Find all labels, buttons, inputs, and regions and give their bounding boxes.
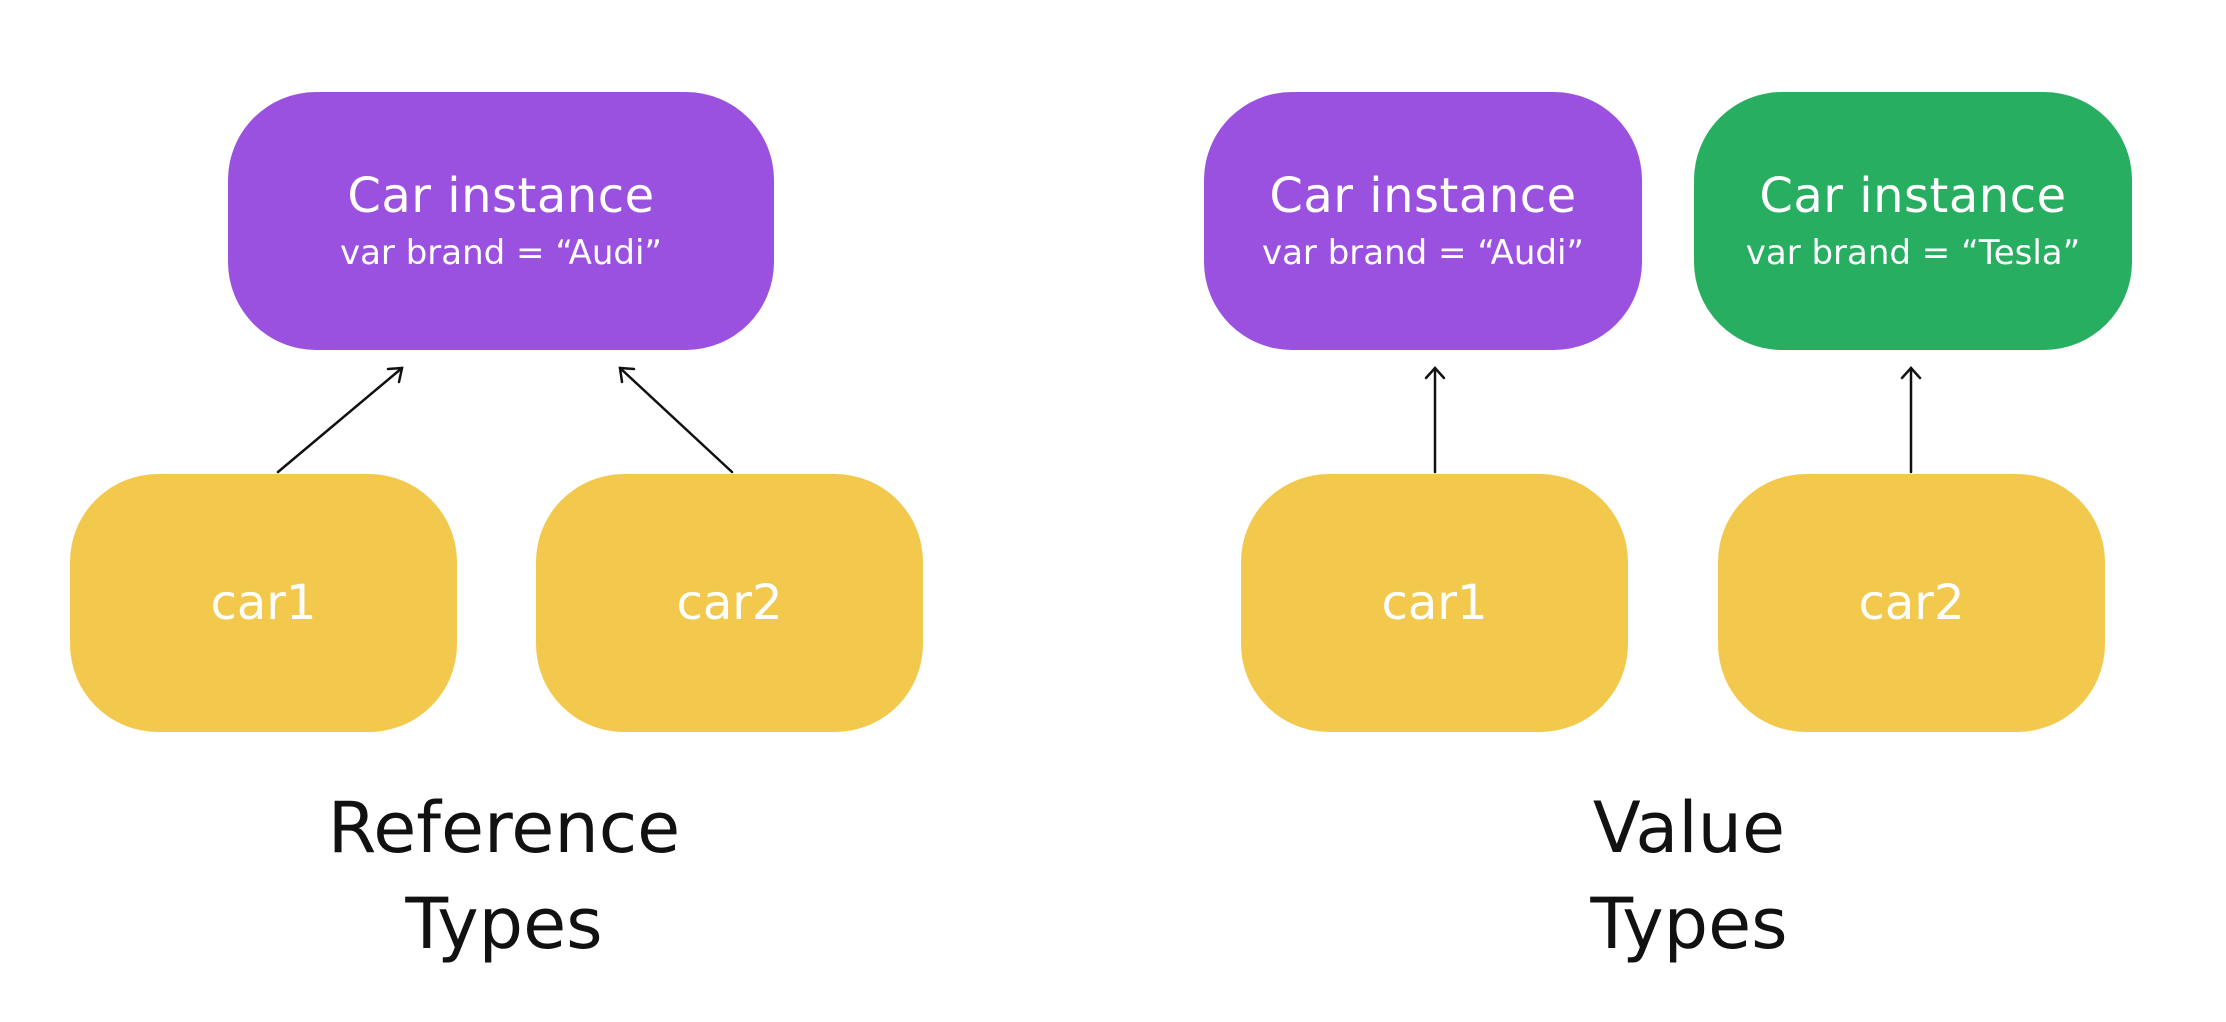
value-car2-arrow [1900, 366, 1922, 474]
reference-car1-arrow [276, 366, 404, 474]
instance-title: Car instance [1759, 168, 2067, 224]
instance-code: var brand = “Audi” [1261, 233, 1585, 273]
variable-label: car2 [1858, 575, 1965, 631]
value-car2-box: car2 [1718, 474, 2105, 732]
instance-title: Car instance [1269, 168, 1577, 224]
reference-car-instance-box: Car instance var brand = “Audi” [228, 92, 774, 350]
reference-car1-box: car1 [70, 474, 457, 732]
variable-label: car2 [676, 575, 783, 631]
value-car1-arrow [1424, 366, 1446, 474]
value-types-caption: Value Types [1389, 780, 1989, 972]
reference-car2-arrow [618, 366, 734, 474]
reference-types-caption: Reference Types [204, 780, 804, 972]
reference-car2-box: car2 [536, 474, 923, 732]
value-car-instance-audi-box: Car instance var brand = “Audi” [1204, 92, 1642, 350]
caption-line: Types [405, 883, 603, 965]
value-car1-box: car1 [1241, 474, 1628, 732]
instance-code: var brand = “Tesla” [1745, 233, 2081, 273]
caption-line: Reference [327, 787, 681, 869]
caption-line: Value [1592, 787, 1786, 869]
instance-code: var brand = “Audi” [339, 233, 663, 273]
instance-title: Car instance [347, 168, 655, 224]
variable-label: car1 [210, 575, 317, 631]
value-car-instance-tesla-box: Car instance var brand = “Tesla” [1694, 92, 2132, 350]
caption-line: Types [1590, 883, 1788, 965]
variable-label: car1 [1381, 575, 1488, 631]
